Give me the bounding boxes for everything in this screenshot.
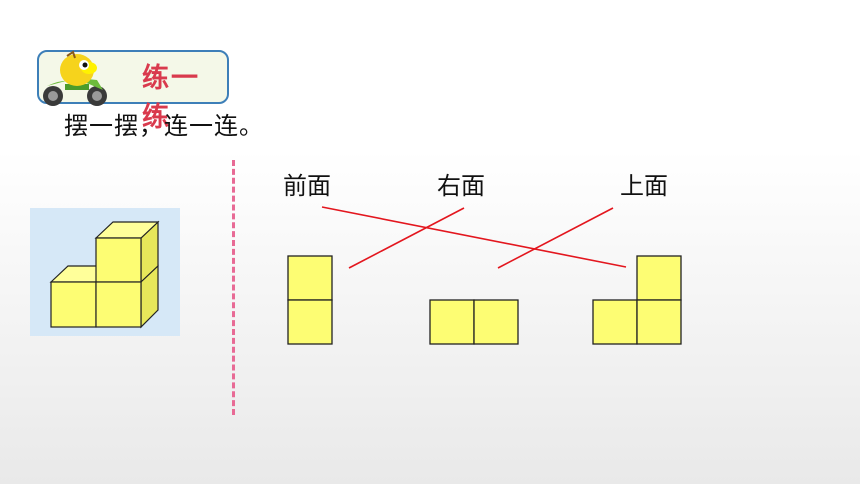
dashed-divider (232, 160, 235, 415)
view-shape-horizontal[interactable] (429, 299, 519, 345)
view-shape-vertical[interactable] (287, 255, 333, 345)
mascot-motorbike-icon (43, 50, 107, 106)
practice-badge: 练一练 (37, 50, 229, 133)
cube-stack-3d (49, 220, 160, 329)
label-front-view: 前面 (283, 172, 331, 200)
label-top-view: 上面 (620, 172, 668, 200)
instruction-text: 摆一摆，连一连。 (64, 112, 264, 140)
cube-stack-panel (30, 208, 180, 336)
badge-title: 练一练 (142, 63, 200, 133)
view-shape-l-shape[interactable] (592, 255, 682, 345)
match-line-top[interactable] (497, 207, 614, 269)
match-line-right[interactable] (348, 207, 465, 269)
match-line-front[interactable] (321, 206, 627, 268)
label-right-view: 右面 (437, 172, 485, 200)
